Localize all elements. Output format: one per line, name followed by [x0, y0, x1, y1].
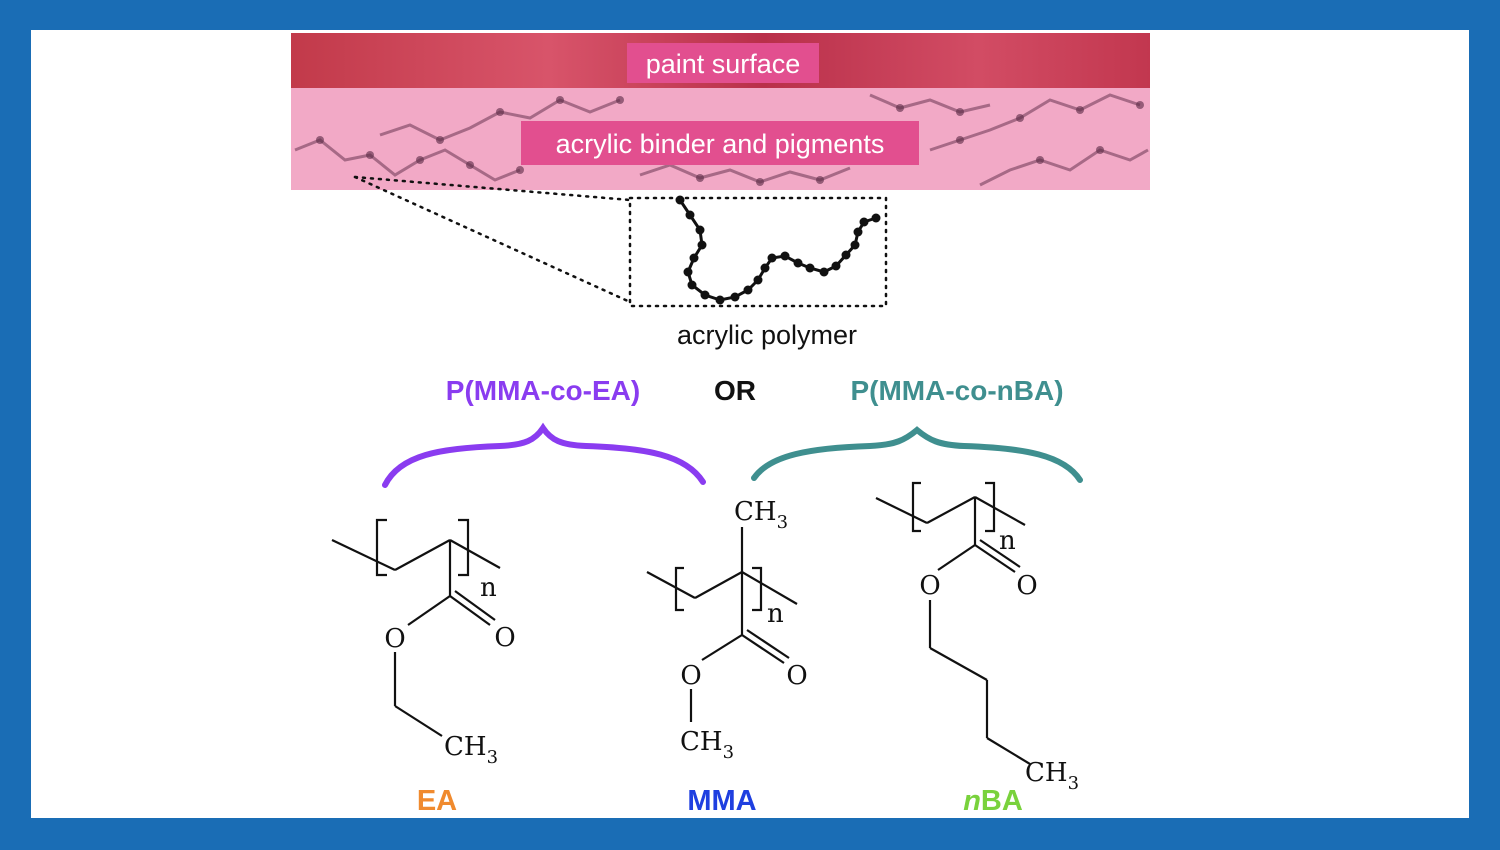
mma-n: n — [767, 599, 784, 629]
polymer-bead — [850, 240, 860, 250]
nba-o-carbonyl: O — [1016, 571, 1037, 601]
polymer-bead — [683, 267, 693, 277]
binder-label: acrylic binder and pigments — [556, 129, 885, 159]
polymer-bead — [689, 253, 699, 263]
mma-ch3-top: CH3 — [734, 497, 788, 533]
polymer-bead — [805, 263, 815, 273]
diagram-svg: paint surface acrylic binder and pigment… — [291, 33, 1150, 817]
polymer-bead — [859, 217, 869, 227]
binder-strand-beads — [316, 96, 1144, 186]
mma-o-ester: O — [680, 661, 701, 691]
nba-o-ester: O — [919, 571, 940, 601]
mma-o-carbonyl: O — [786, 661, 807, 691]
nba-name: nBA — [963, 785, 1023, 817]
ea-o-ester: O — [384, 624, 405, 654]
polymer-bead — [675, 195, 685, 205]
polymer-bead — [695, 225, 705, 235]
polymer-bead — [715, 295, 725, 305]
polymer-chain — [675, 195, 881, 305]
polymer-bead — [819, 267, 829, 277]
ea-n: n — [480, 573, 497, 603]
polymer-label: acrylic polymer — [677, 320, 857, 350]
nba-n: n — [999, 526, 1016, 556]
paint-surface-label-box — [627, 43, 819, 83]
polymer-bead — [767, 253, 777, 263]
paint-surface-label: paint surface — [646, 49, 801, 79]
polymer-bead — [743, 285, 753, 295]
polymer-bead — [841, 250, 851, 260]
polymer-bead — [687, 280, 697, 290]
mma-ch3-bottom: CH3 — [680, 727, 734, 763]
mma-name: MMA — [687, 785, 756, 817]
ea-structure — [331, 518, 501, 737]
polymer-bead — [760, 263, 770, 273]
ea-name: EA — [417, 785, 457, 817]
polymer-bead — [685, 210, 695, 220]
binder-strands — [294, 93, 1149, 187]
ea-brace — [382, 422, 706, 488]
polymer-bead — [780, 251, 790, 261]
nba-ch3: CH3 — [1025, 758, 1079, 794]
copolymer-ea-label: P(MMA-co-EA) — [446, 375, 640, 406]
polymer-bead — [831, 261, 841, 271]
polymer-bead — [730, 292, 740, 302]
polymer-bead — [753, 275, 763, 285]
polymer-bead — [700, 290, 710, 300]
polymer-bead — [871, 213, 881, 223]
mma-structure — [646, 527, 798, 722]
polymer-bead — [697, 240, 707, 250]
binder-label-box — [521, 121, 919, 165]
copolymer-nba-label: P(MMA-co-nBA) — [850, 375, 1063, 406]
nba-structure — [875, 481, 1031, 765]
ea-o-carbonyl: O — [494, 623, 515, 653]
polymer-bead — [793, 258, 803, 268]
zoom-indicator — [353, 175, 888, 308]
polymer-bead — [853, 227, 863, 237]
or-label: OR — [714, 375, 756, 406]
ea-ch3: CH3 — [444, 732, 498, 768]
nba-brace — [751, 426, 1083, 483]
figure-canvas: paint surface acrylic binder and pigment… — [31, 30, 1469, 818]
